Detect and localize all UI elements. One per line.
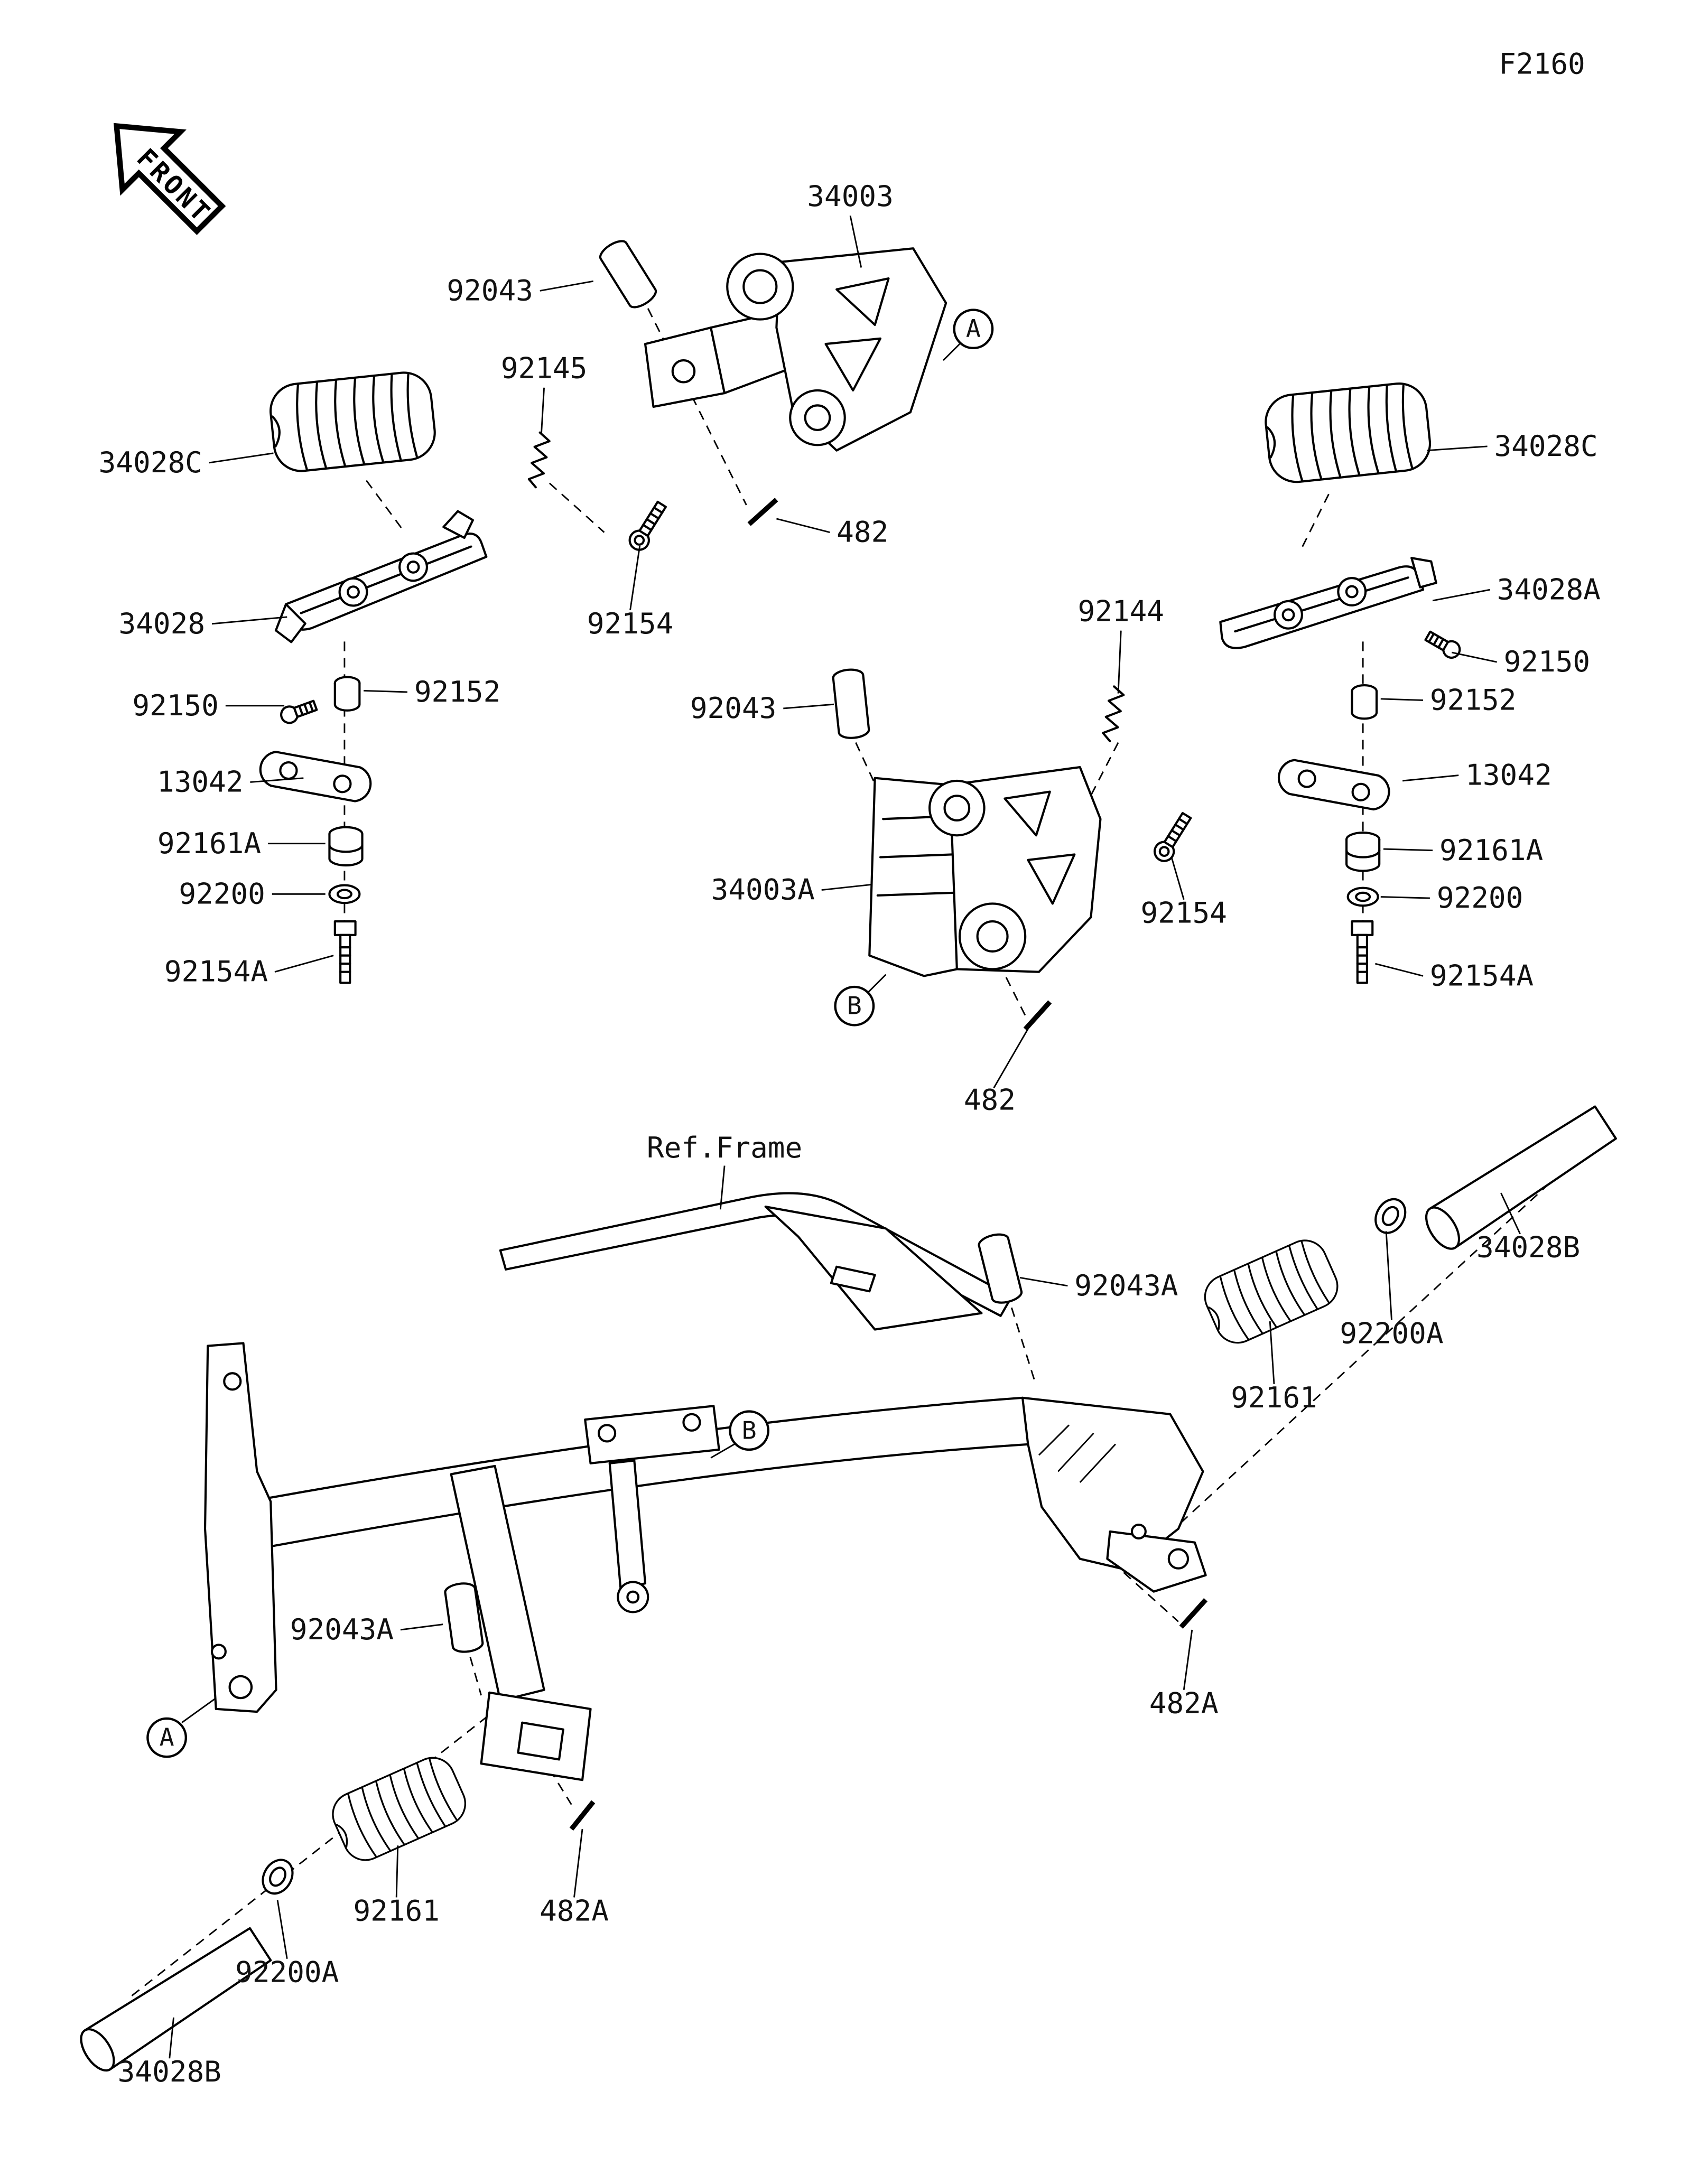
clip-tick-marks [569,498,1208,1831]
left-plate-drawing [258,751,372,802]
ref-frame-label: Ref.Frame [647,1131,802,1164]
marker-a-front-circle [953,309,994,350]
part-label-92152-right: 92152 [1430,684,1517,717]
part-label-92043-mid: 92043 [690,692,777,725]
part-label-34003A: 34003A [711,873,815,907]
assembly-axis-lines [128,308,1578,1999]
part-label-92200-right: 92200 [1437,881,1523,914]
top-screw-drawing [626,499,670,553]
leader-lines [169,215,1521,2059]
top-spring-drawing [528,432,551,488]
part-label-92145: 92145 [501,352,588,385]
left-damper-drawing [329,827,362,865]
part-label-92161-right: 92161 [1231,1381,1317,1414]
right-footrest-base-drawing [1219,557,1437,649]
left-washer-drawing [329,885,359,903]
left-long-bolt-drawing [335,921,356,983]
view-markers: A B B A [146,309,994,1758]
rear-left-peg-bar-drawing [75,1925,273,2076]
part-label-92152-left: 92152 [414,675,501,708]
part-label-92154-top: 92154 [587,607,674,640]
part-label-92161-bottom: 92161 [353,1894,440,1927]
part-label-92043-top: 92043 [447,274,533,307]
part-label-482A-bottom: 482A [540,1894,609,1927]
part-label-92200A-right: 92200A [1340,1317,1443,1350]
marker-b-frame-circle [729,1410,770,1451]
marker-b-frame-label: B [742,1416,757,1444]
part-label-92154A-right: 92154A [1430,959,1534,992]
rear-bracket-drawing [868,766,1102,977]
marker-a-frame-label: A [160,1723,174,1752]
left-footrest-base-drawing [274,510,488,643]
part-label-92161A-right: 92161A [1439,834,1543,867]
part-label-34028A: 34028A [1497,573,1601,606]
part-label-92154-mid: 92154 [1141,897,1228,930]
rear-left-rubber-drawing [325,1750,473,1868]
part-label-92200A-bottom: 92200A [235,1956,339,1989]
right-long-bolt-drawing [1352,921,1372,983]
part-label-34028C-left: 34028C [99,446,202,479]
part-label-92200-left: 92200 [179,877,265,910]
part-label-482-mid: 482 [964,1084,1016,1117]
left-front-rubber-drawing [268,370,438,473]
part-label-92043A-left: 92043A [290,1613,394,1646]
right-collar-drawing [1352,685,1377,718]
part-label-34028C-right: 34028C [1494,430,1597,463]
marker-b-front-label: B [847,992,862,1020]
mid-spring-drawing [1102,686,1125,742]
part-label-482-top: 482 [837,516,888,549]
left-collar-drawing [335,677,360,711]
part-labels: 34003 92043 92145 34028C 34028C 482 9215… [99,180,1601,2088]
part-label-13042-left: 13042 [157,766,244,799]
part-label-34028B-right: 34028B [1476,1231,1580,1264]
right-pivot-bolt-drawing [1424,629,1463,660]
right-plate-drawing [1277,759,1391,810]
part-label-92144: 92144 [1078,595,1165,628]
front-direction-arrow: FRONT [113,123,226,235]
mid-screw-drawing [1151,810,1195,864]
part-label-92150-left: 92150 [132,689,219,722]
marker-a-front-label: A [966,314,981,343]
marker-b-front-circle [834,985,875,1026]
part-label-92154A-left: 92154A [164,955,268,988]
part-label-34028B-bottom: 34028B [118,2055,221,2088]
front-bracket-drawing [644,247,947,452]
part-label-482A-right: 482A [1149,1687,1219,1720]
top-pin-drawing [597,237,659,311]
part-label-92161A-left: 92161A [157,827,261,860]
part-label-92043A-right: 92043A [1074,1269,1178,1302]
part-label-92150-right: 92150 [1504,645,1591,678]
page-code: F2160 [1499,48,1585,81]
mid-pin-drawing [832,668,869,739]
part-label-34003: 34003 [807,180,894,213]
marker-a-frame-circle [146,1717,188,1758]
part-label-13042-right: 13042 [1465,759,1552,792]
right-front-rubber-drawing [1263,381,1433,484]
frame-hatch-lines [1038,1424,1116,1483]
rear-right-washer-drawing [1370,1194,1411,1238]
part-label-34028: 34028 [119,607,206,640]
right-washer-drawing [1348,888,1378,906]
left-pivot-bolt-drawing [279,698,318,725]
frame-drawing [203,1192,1207,1781]
right-damper-drawing [1346,833,1379,871]
